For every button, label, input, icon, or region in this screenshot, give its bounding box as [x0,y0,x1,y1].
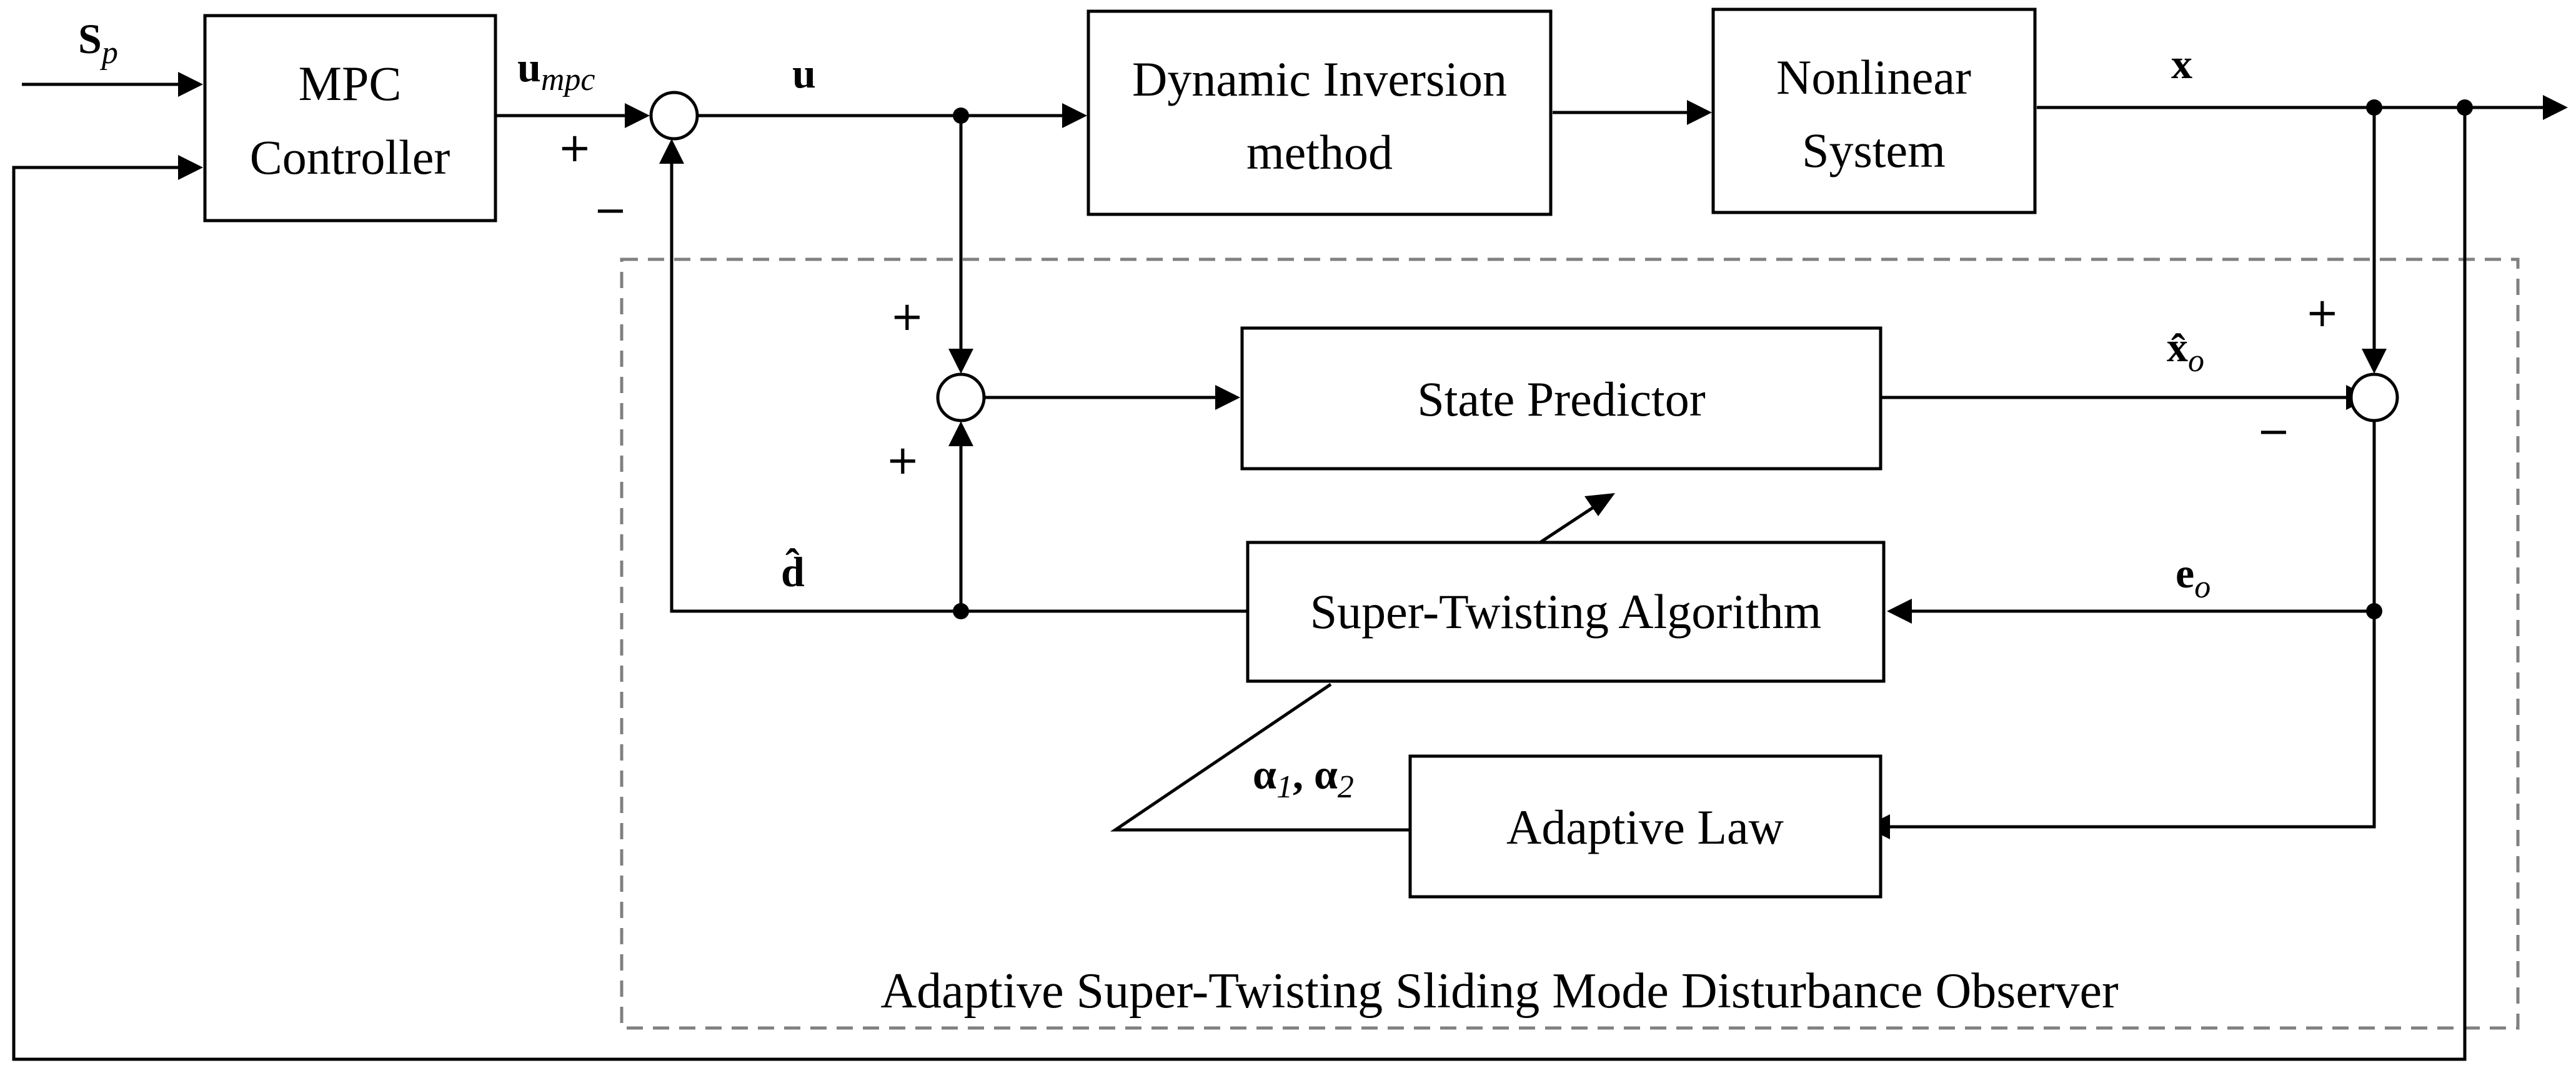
signal-label-x: x [2171,40,2192,87]
signal-label-sp: Sp [78,15,118,71]
junction-dot-x-feedback [2457,99,2473,116]
dynamic-inversion-block: Dynamic Inversion method [1087,9,1553,216]
sign-plus-umpc: + [558,125,592,171]
signal-label-xhat: x̂o [2167,323,2204,379]
signal-label-alpha: α1, α2 [1253,751,1354,805]
state-predictor-block: State Predictor [1240,326,1882,471]
signal-label-dhat: d̂ [781,548,805,596]
state-predictor-label: State Predictor [1417,372,1705,426]
nonlinear-system-block: Nonlinear System [1711,7,2037,214]
sign-minus-dhat: − [594,187,627,234]
nonlinear-system-label-line2: System [1802,123,1946,177]
mpc-block-label-line1: MPC [299,56,402,111]
adaptive-law-block: Adaptive Law [1408,754,1882,899]
super-twisting-label: Super-Twisting Algorithm [1310,584,1821,639]
observer-boundary [620,257,2520,1030]
sign-minus-xhat: − [2257,409,2290,455]
nonlinear-system-label-line1: Nonlinear [1776,50,1971,104]
summing-junction-control [649,91,699,141]
junction-dot-x-observer [2366,99,2382,116]
signal-label-u: u [792,49,816,97]
dynamic-inversion-label-line1: Dynamic Inversion [1132,52,1507,106]
observer-caption: Adaptive Super-Twisting Sliding Mode Dis… [880,964,2118,1019]
junction-dot-dhat [953,603,969,619]
summing-junction-predictor [936,372,986,422]
mpc-block-label-line2: Controller [250,130,450,184]
sign-plus-x: + [2305,290,2339,336]
summing-junction-error [2349,372,2399,422]
junction-dot-u [953,107,969,124]
signal-label-eo: eo [2176,549,2210,605]
signal-label-umpc: umpc [517,43,595,97]
dynamic-inversion-label-line2: method [1246,125,1393,179]
sign-plus-u-branch: + [890,294,924,340]
signal-wires [12,72,2568,1061]
mpc-controller-block: MPC Controller [203,14,497,222]
adaptive-law-label: Adaptive Law [1506,800,1784,854]
junction-dot-eo [2366,603,2382,619]
sign-plus-dhat-branch: + [886,437,920,484]
super-twisting-block: Super-Twisting Algorithm [1246,541,1886,683]
